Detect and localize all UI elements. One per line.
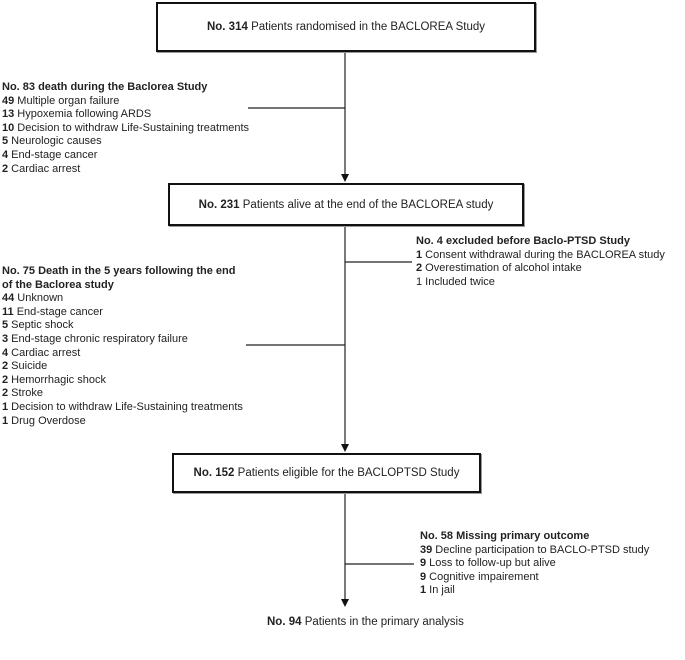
item-count: 1 — [2, 400, 9, 413]
list-item: 4 End-stage cancer — [2, 149, 249, 163]
list-item: 2 Overestimation of alcohol intake — [416, 262, 665, 276]
list-item: 5 Septic shock — [2, 319, 243, 333]
item-label: Cognitive impairement — [426, 570, 539, 583]
item-label: Drug Overdose — [8, 414, 86, 427]
list-item: 2 Hemorrhagic shock — [2, 374, 243, 388]
list-item: 10 Decision to withdraw Life-Sustaining … — [2, 122, 249, 136]
label: Patients eligible for the BACLOPTSD Stud… — [234, 467, 460, 479]
item-count: 11 — [2, 305, 14, 318]
list-item: 2 Suicide — [2, 360, 243, 374]
list-item: 13 Hypoxemia following ARDS — [2, 108, 249, 122]
block-title: No. 4 excluded before Baclo-PTSD Study — [416, 235, 630, 247]
item-count: 3 — [2, 332, 9, 345]
block-title: No. 75 Death in the 5 years following th… — [2, 265, 236, 277]
count: No. 94 — [267, 616, 302, 628]
item-label: End-stage chronic respiratory failure — [8, 332, 188, 345]
arrow-1 — [341, 174, 349, 182]
box-alive: No. 231 Patients alive at the end of the… — [168, 183, 524, 226]
list-item: 5 Neurologic causes — [2, 135, 249, 149]
item-label: Cardiac arrest — [8, 162, 81, 175]
item-count: 44 — [2, 292, 15, 305]
item-count: 2 — [2, 162, 9, 175]
item-label: 1 Included twice — [416, 275, 495, 288]
item-count: 5 — [2, 135, 9, 148]
item-count: 1 — [420, 584, 427, 597]
item-label: Hemorrhagic shock — [8, 373, 106, 386]
list-item: 1 Consent withdrawal during the BACLOREA… — [416, 249, 665, 263]
list-item: 2 Stroke — [2, 387, 243, 401]
list-item: 1 In jail — [420, 584, 649, 598]
item-count: 9 — [420, 570, 427, 583]
list-item: 9 Loss to follow-up but alive — [420, 557, 649, 571]
list-item: 11 End-stage cancer — [2, 306, 243, 320]
item-count: 13 — [2, 108, 15, 121]
list-item: 1 Included twice — [416, 276, 665, 290]
list-item: 3 End-stage chronic respiratory failure — [2, 333, 243, 347]
block-title-cont: of the Baclorea study — [2, 278, 114, 291]
box-eligible: No. 152 Patients eligible for the BACLOP… — [172, 453, 481, 493]
item-count: 2 — [2, 373, 9, 386]
count: No. 314 — [206, 21, 248, 33]
list-item: 9 Cognitive impairement — [420, 571, 649, 585]
item-count: 4 — [2, 148, 9, 161]
list-item: 1 Decision to withdraw Life-Sustaining t… — [2, 401, 243, 415]
item-count: 2 — [416, 262, 423, 275]
item-label: Hypoxemia following ARDS — [14, 108, 152, 121]
item-count: 39 — [420, 543, 433, 556]
death-after-block: No. 75 Death in the 5 years following th… — [2, 265, 243, 428]
item-count: 9 — [420, 557, 427, 570]
arrow-3 — [341, 599, 349, 607]
item-label: Neurologic causes — [8, 135, 102, 148]
item-label: Decision to withdraw Life-Sustaining tre… — [14, 121, 250, 134]
item-count: 1 — [2, 414, 9, 427]
arrow-2 — [341, 444, 349, 452]
item-label: Multiple organ failure — [14, 94, 120, 107]
list-item: 49 Multiple organ failure — [2, 95, 249, 109]
item-label: Stroke — [8, 387, 43, 400]
item-label: End-stage cancer — [13, 305, 103, 318]
label: Patients alive at the end of the BACLORE… — [239, 198, 494, 211]
block-title: No. 58 Missing primary outcome — [420, 530, 590, 542]
missing-block: No. 58 Missing primary outcome 39 Declin… — [420, 530, 649, 598]
item-count: 49 — [2, 94, 15, 107]
death-during-block: No. 83 death during the Baclorea Study 4… — [2, 81, 249, 176]
item-label: Unknown — [14, 292, 64, 305]
block-title: No. 83 death during the Baclorea Study — [2, 81, 208, 93]
item-label: Septic shock — [8, 319, 74, 332]
label: Patients in the primary analysis — [301, 616, 464, 628]
item-label: Suicide — [8, 360, 48, 373]
item-count: 2 — [2, 360, 9, 373]
list-item: 2 Cardiac arrest — [2, 163, 249, 177]
item-label: Consent withdrawal during the BACLOREA s… — [422, 248, 665, 261]
item-count: 5 — [2, 319, 9, 332]
item-count: 4 — [2, 346, 9, 359]
final-analysis: No. 94 Patients in the primary analysis — [267, 616, 464, 630]
list-item: 1 Drug Overdose — [2, 415, 243, 429]
item-count: 10 — [2, 121, 15, 134]
count: No. 152 — [193, 467, 235, 479]
item-label: In jail — [426, 584, 455, 597]
item-count: 2 — [2, 387, 9, 400]
item-label: Cardiac arrest — [8, 346, 81, 359]
item-label: Overestimation of alcohol intake — [422, 262, 582, 275]
item-label: Loss to follow-up but alive — [426, 557, 556, 570]
list-item: 4 Cardiac arrest — [2, 347, 243, 361]
item-label: End-stage cancer — [8, 148, 98, 161]
item-count: 1 — [416, 248, 423, 261]
count: No. 231 — [198, 198, 240, 211]
list-item: 39 Decline participation to BACLO-PTSD s… — [420, 544, 649, 558]
item-label: Decision to withdraw Life-Sustaining tre… — [8, 400, 243, 413]
label: Patients randomised in the BACLOREA Stud… — [247, 21, 486, 33]
list-item: 44 Unknown — [2, 292, 243, 306]
excluded-block: No. 4 excluded before Baclo-PTSD Study 1… — [416, 235, 665, 289]
item-label: Decline participation to BACLO-PTSD stud… — [432, 543, 650, 556]
box-randomised: No. 314 Patients randomised in the BACLO… — [156, 2, 536, 52]
